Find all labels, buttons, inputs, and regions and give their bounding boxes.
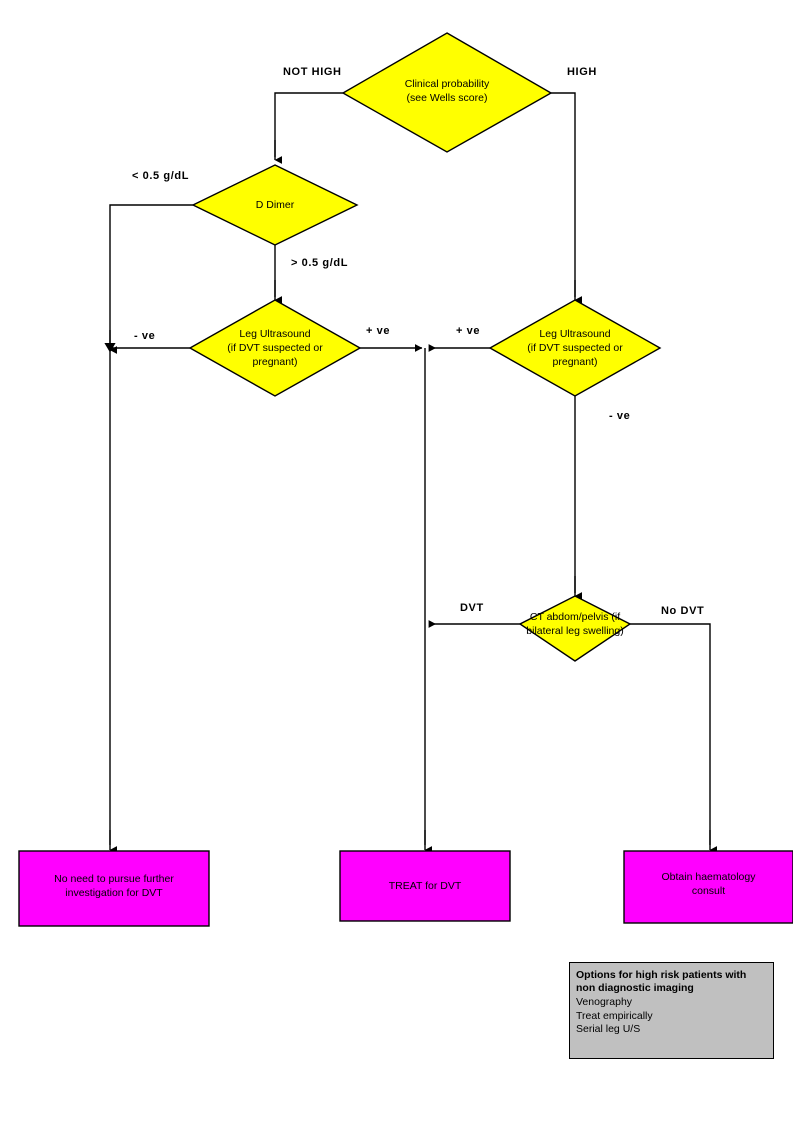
terminal-label-haematology-consult: Obtain haematology consult — [661, 871, 756, 897]
junction-arrow-left-column — [104, 343, 116, 353]
junction-arrowheads — [104, 343, 116, 353]
decision-leg-ultrasound-left[interactable] — [188, 299, 362, 397]
decision-clinical-probability[interactable] — [341, 32, 553, 153]
note-box-high-risk-options: Options for high risk patients with non … — [569, 962, 774, 1059]
edge-label-high: HIGH — [567, 66, 597, 78]
edge-d-dimer-low — [109, 204, 193, 345]
terminal-haematology-consult[interactable] — [623, 850, 793, 924]
edge-label-right-us-negative: - ve — [609, 410, 631, 422]
terminal-treat-for-dvt[interactable] — [339, 850, 511, 922]
decision-ct-abdomen-pelvis[interactable] — [518, 595, 632, 662]
edge-label-ct-no-dvt: No DVT — [661, 605, 705, 617]
edge-label-right-us-positive: + ve — [456, 325, 481, 337]
edge-label-ct-dvt: DVT — [460, 602, 484, 614]
edge-ct-no-dvt — [630, 623, 711, 845]
edge-high — [551, 92, 576, 297]
terminal-label-no-further-investigation: No need to pursue further investigation … — [54, 873, 174, 899]
edge-label-d-dimer-high: > 0.5 g/dL — [291, 257, 349, 269]
note-item-serial-leg-us: Serial leg U/S — [576, 1023, 641, 1035]
edge-label-d-dimer-low: < 0.5 g/dL — [132, 170, 190, 182]
decision-leg-ultrasound-right[interactable] — [488, 299, 662, 397]
note-item-treat-empirically: Treat empirically — [576, 1009, 653, 1022]
edge-label-left-us-negative: - ve — [134, 330, 156, 342]
edge-label-left-us-positive: + ve — [366, 325, 391, 337]
terminal-label-treat-for-dvt: TREAT for DVT — [388, 880, 462, 892]
note-item-venography: Venography — [576, 996, 633, 1008]
edge-not-high — [274, 92, 343, 157]
note-title: Options for high risk patients with non … — [576, 969, 747, 994]
decision-d-dimer[interactable] — [191, 164, 359, 246]
edge-label-not-high: NOT HIGH — [283, 66, 342, 78]
terminal-no-further-investigation[interactable] — [18, 850, 210, 927]
